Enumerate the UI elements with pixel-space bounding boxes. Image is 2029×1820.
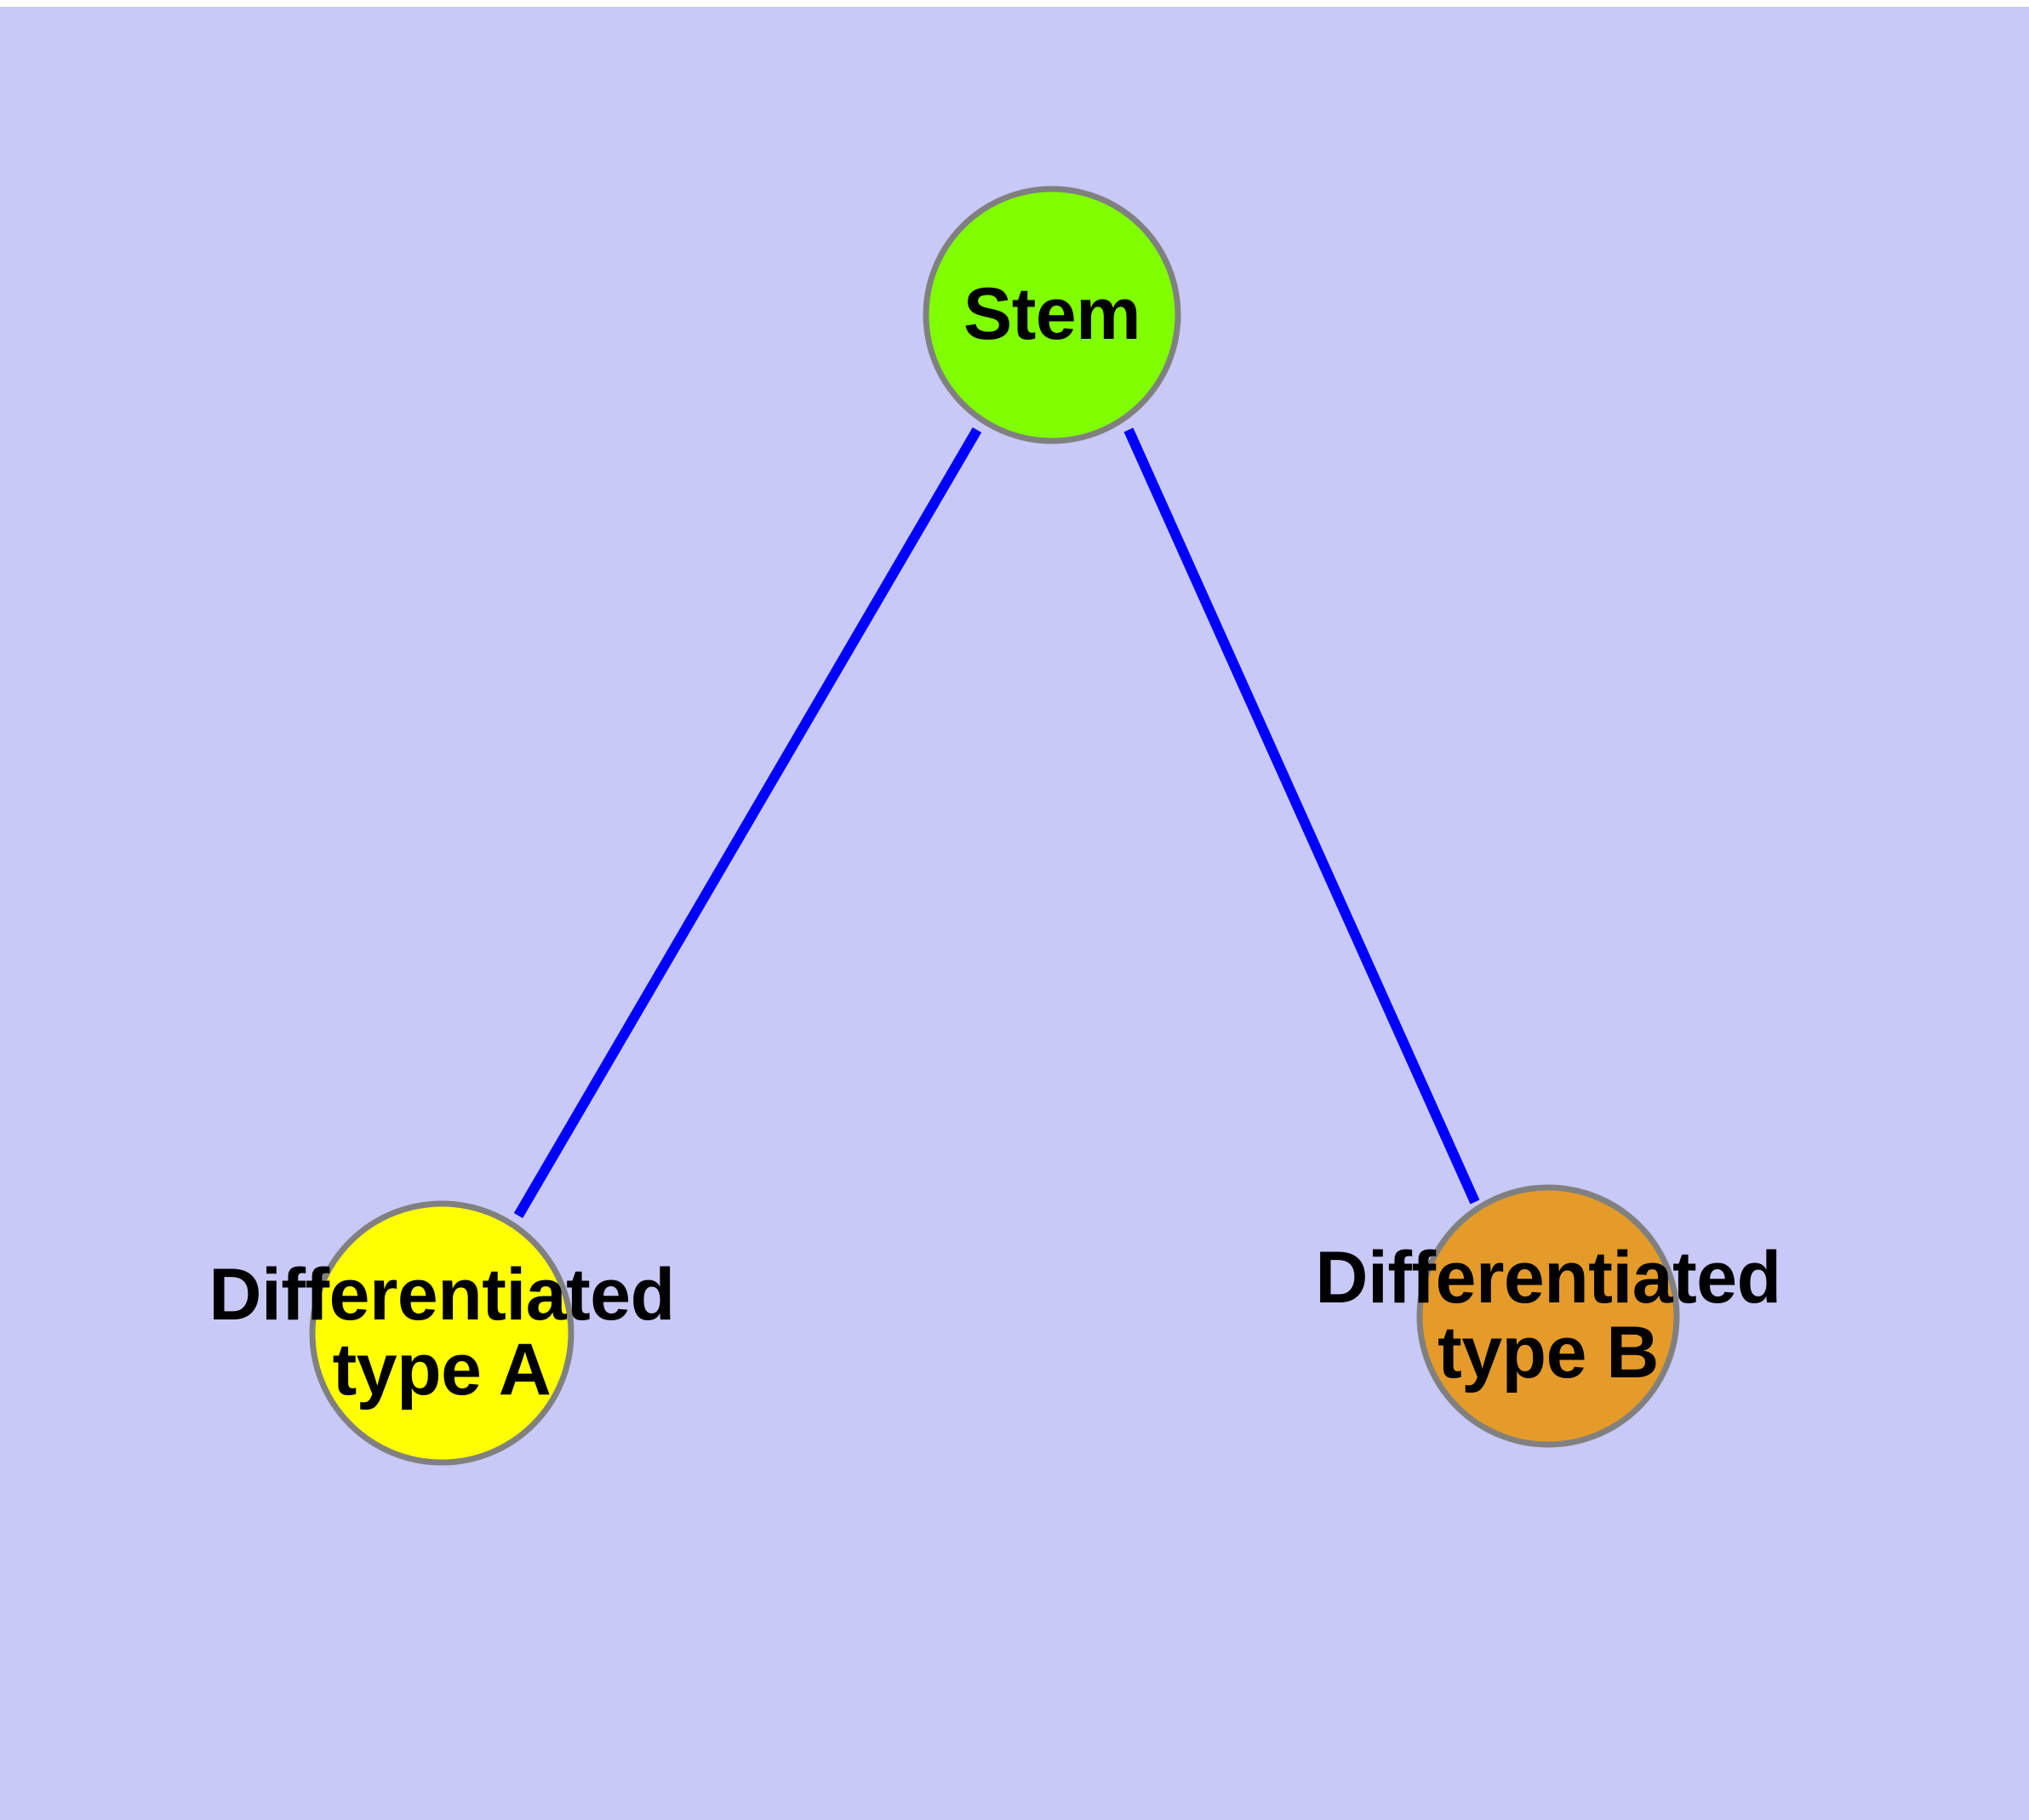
node-circle-diff-b[interactable] [1416, 1184, 1680, 1448]
edge-stem-to-diff-a[interactable] [513, 426, 982, 1219]
lineage-graph [309, 186, 1680, 1466]
node-circle-diff-a[interactable] [309, 1200, 574, 1466]
edges-group [513, 426, 1480, 1219]
node-circle-stem[interactable] [923, 186, 1181, 444]
nodes-group [309, 186, 1680, 1466]
edge-stem-to-diff-b[interactable] [1123, 427, 1480, 1205]
